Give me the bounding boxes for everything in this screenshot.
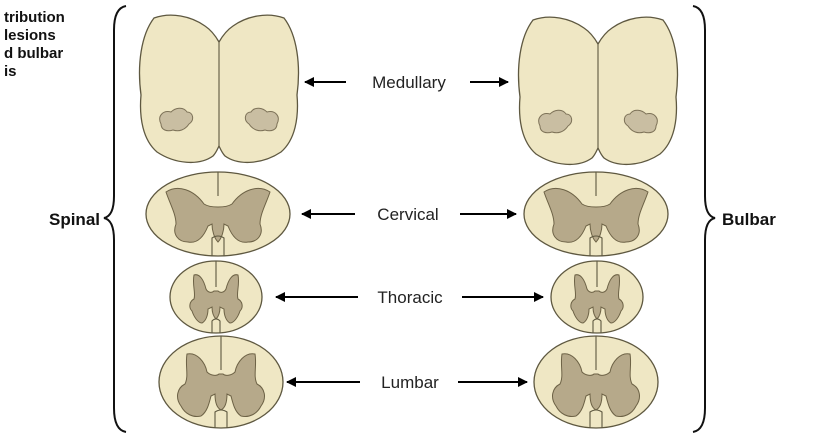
left-lumbar-section	[159, 336, 283, 428]
right-thoracic-section	[551, 261, 643, 333]
left-brace	[104, 6, 126, 432]
title-line-2: lesions	[4, 27, 56, 44]
right-brace	[693, 6, 715, 432]
spinal-label: Spinal	[49, 210, 100, 229]
lumbar-row: Lumbar	[159, 336, 658, 428]
cervical-row: Cervical	[146, 172, 668, 256]
cervical-label: Cervical	[377, 205, 438, 224]
thoracic-row: Thoracic	[170, 261, 643, 333]
right-medulla-section	[519, 17, 678, 164]
title-line-1: tribution	[4, 9, 65, 26]
diagram-title: tribution lesions d bulbar is	[4, 9, 65, 80]
left-cervical-section	[146, 172, 290, 256]
title-line-3: d bulbar	[4, 45, 63, 62]
bulbar-label: Bulbar	[722, 210, 776, 229]
right-cervical-section	[524, 172, 668, 256]
thoracic-label: Thoracic	[377, 288, 443, 307]
right-lumbar-section	[534, 336, 658, 428]
lumbar-label: Lumbar	[381, 373, 439, 392]
left-thoracic-section	[170, 261, 262, 333]
title-line-4: is	[4, 63, 17, 80]
medullary-row: Medullary	[140, 15, 678, 164]
left-medulla-section	[140, 15, 299, 162]
medullary-label: Medullary	[372, 73, 446, 92]
